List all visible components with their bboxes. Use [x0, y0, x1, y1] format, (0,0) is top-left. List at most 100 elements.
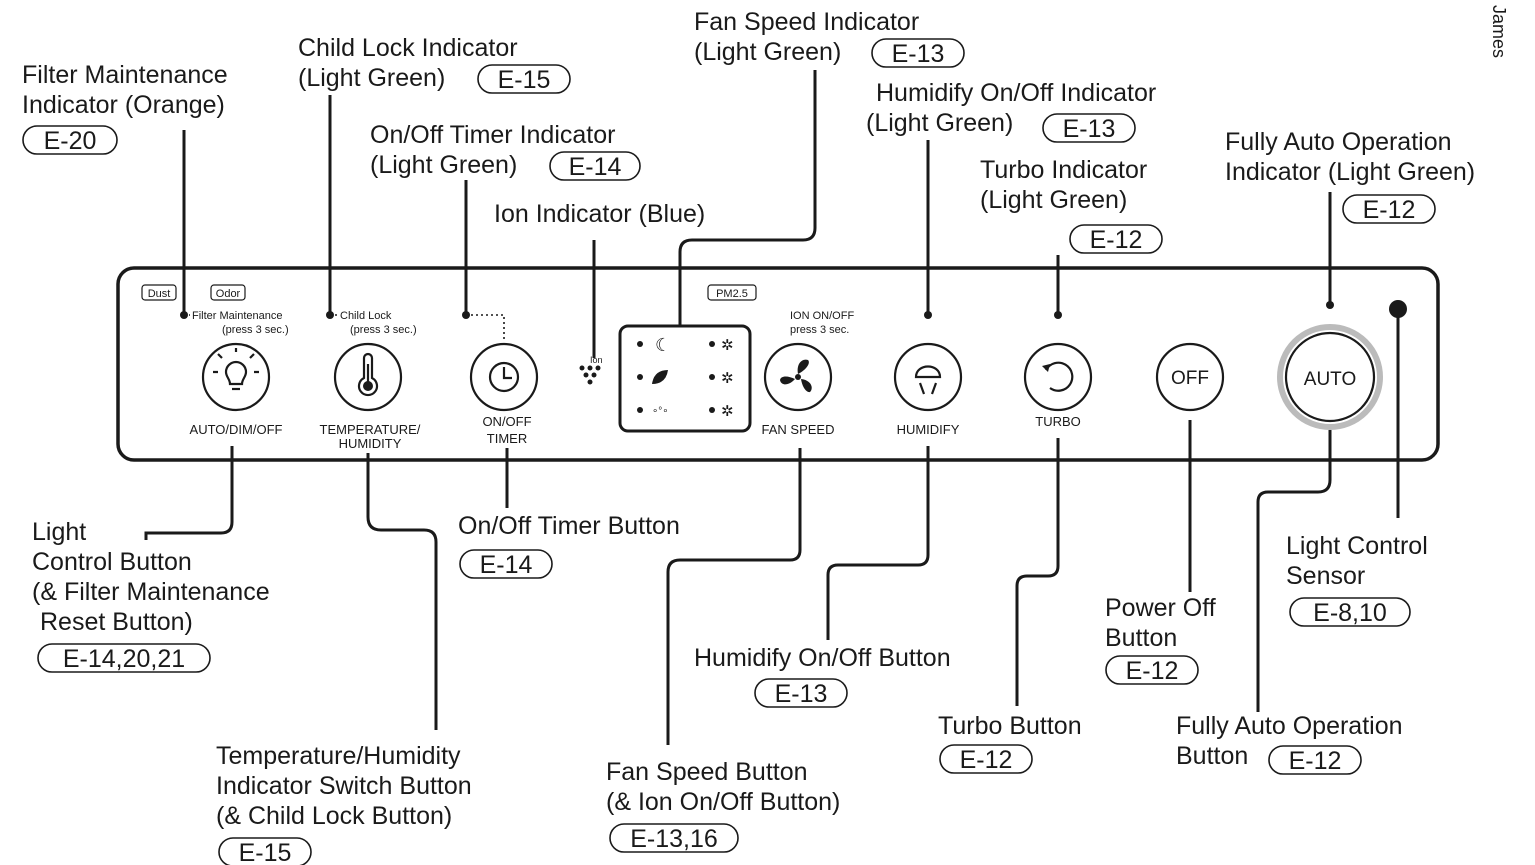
child-lock-indicator-ref-pill	[477, 64, 571, 94]
ion-small-label: Ion	[590, 355, 603, 365]
power-off-button-label: OFF	[1171, 368, 1209, 389]
dust-tag-box	[141, 284, 177, 301]
fan-button-label-2: (& Ion On/Off Button)	[606, 788, 840, 816]
temperature-caption-2: HUMIDITY	[339, 436, 402, 451]
humidify-indicator-label-1: Humidify On/Off Indicator	[876, 79, 1156, 107]
auto-button-ref: E-12	[1289, 747, 1342, 775]
humidify-caption: HUMIDIFY	[897, 422, 960, 437]
temperature-button-label-2: Indicator Switch Button	[216, 772, 472, 800]
turbo-button-ref-pill	[939, 744, 1033, 774]
light-sensor-ref-pill	[1289, 597, 1411, 627]
fan-speed-indicator-box: ☾ ∘°∘ ✲ ✲ ✲	[618, 324, 752, 433]
timer-indicator-label-2: (Light Green)	[370, 151, 517, 179]
auto-button-label-1: Fully Auto Operation	[1176, 712, 1403, 740]
temperature-button-label-3: (& Child Lock Button)	[216, 802, 452, 830]
turbo-indicator-ref-pill	[1069, 224, 1163, 254]
timer-caption-1: ON/OFF	[482, 414, 531, 429]
ion-indicator-label: Ion Indicator (Blue)	[494, 200, 705, 228]
on-off-timer-button[interactable]	[469, 342, 539, 412]
leader-lines	[144, 70, 1400, 745]
fan-button-label-1: Fan Speed Button	[606, 758, 808, 786]
auto-indicator-label-1: Fully Auto Operation	[1225, 128, 1452, 156]
filter-indicator-label-2: Indicator (Orange)	[22, 91, 225, 119]
light-button-caption: AUTO/DIM/OFF	[190, 422, 283, 437]
pm25-tag: PM2.5	[716, 288, 748, 300]
light-control-button[interactable]	[201, 342, 271, 412]
humidify-button[interactable]	[893, 342, 963, 412]
fan-medium-icon: ✲	[721, 370, 734, 387]
ion-indicator-icon	[579, 365, 601, 385]
child-lock-indicator-ref: E-15	[498, 66, 551, 94]
light-sensor-label-1: Light Control	[1286, 532, 1428, 560]
filter-indicator-ref: E-20	[44, 127, 97, 155]
light-button-ref-pill	[37, 643, 211, 673]
timer-button-label: On/Off Timer Button	[458, 512, 680, 540]
ion-on-off-hint-sub: press 3 sec.	[790, 324, 849, 336]
power-button-label-1: Power Off	[1105, 594, 1216, 622]
fan-speed-button[interactable]	[763, 342, 833, 412]
fan-speed-indicator-label-1: Fan Speed Indicator	[694, 8, 919, 36]
timer-indicator-ref: E-14	[569, 153, 622, 181]
power-off-button[interactable]	[1155, 342, 1225, 412]
timer-indicator-ref-pill	[549, 151, 641, 181]
fully-auto-button-label: AUTO	[1304, 369, 1356, 390]
fan-speed-caption: FAN SPEED	[762, 422, 835, 437]
odor-tag: Odor	[216, 288, 241, 300]
auto-indicator-ref-pill	[1342, 194, 1436, 224]
light-button-label-2: Control Button	[32, 548, 192, 576]
timer-button-ref: E-14	[480, 551, 533, 579]
fan-high-icon: ✲	[721, 337, 734, 354]
fan-low-icon: ✲	[721, 403, 734, 420]
turbo-icon	[1042, 361, 1074, 392]
turbo-indicator-ref: E-12	[1090, 226, 1143, 254]
power-button-ref: E-12	[1126, 657, 1179, 685]
temperature-button-label-1: Temperature/Humidity	[216, 742, 461, 770]
turbo-button-ref: E-12	[960, 746, 1013, 774]
humidify-icon	[914, 365, 942, 395]
temperature-humidity-button[interactable]	[333, 342, 403, 412]
light-button-label-3: (& Filter Maintenance	[32, 578, 270, 606]
light-button-label-4: Reset Button)	[40, 608, 193, 636]
auto-indicator-ref: E-12	[1363, 196, 1416, 224]
humidify-button-label: Humidify On/Off Button	[694, 644, 951, 672]
light-button-label-1: Light	[32, 518, 86, 546]
moon-icon: ☾	[655, 335, 671, 355]
turbo-caption: TURBO	[1035, 414, 1081, 429]
filter-maintenance-hint-sub: (press 3 sec.)	[222, 324, 289, 336]
pm25-tag-box	[707, 284, 757, 301]
filter-indicator-label-1: Filter Maintenance	[22, 61, 228, 89]
light-sensor-label-2: Sensor	[1286, 562, 1365, 590]
breeze-icon: ∘°∘	[652, 406, 669, 417]
odor-tag-box	[210, 284, 246, 301]
power-button-ref-pill	[1105, 655, 1199, 685]
filter-indicator-ref-pill	[22, 125, 118, 155]
fan-button-ref-pill	[609, 823, 739, 853]
light-bulb-icon	[213, 348, 259, 391]
timer-button-ref-pill	[459, 549, 553, 579]
humidify-indicator-label-2: (Light Green)	[866, 109, 1013, 137]
child-lock-hint: Child Lock	[340, 310, 392, 322]
fully-auto-button[interactable]	[1284, 331, 1376, 423]
turbo-indicator-label-2: (Light Green)	[980, 186, 1127, 214]
fan-speed-indicator-ref: E-13	[892, 40, 945, 68]
temperature-button-ref: E-15	[239, 839, 292, 865]
turbo-button[interactable]	[1023, 342, 1093, 412]
light-sensor-ref: E-8,10	[1313, 599, 1387, 627]
timer-indicator-label-1: On/Off Timer Indicator	[370, 121, 615, 149]
temperature-caption-1: TEMPERATURE/	[320, 422, 421, 437]
fan-speed-indicator-label-2: (Light Green)	[694, 38, 841, 66]
turbo-indicator-label-1: Turbo Indicator	[980, 156, 1147, 184]
light-button-ref: E-14,20,21	[63, 645, 185, 673]
clock-icon	[488, 361, 520, 393]
turbo-button-label: Turbo Button	[938, 712, 1082, 740]
ion-on-off-hint: ION ON/OFF	[790, 310, 854, 322]
auto-button-ref-pill	[1268, 745, 1362, 775]
child-lock-indicator-label-2: (Light Green)	[298, 64, 445, 92]
humidify-indicator-ref-pill	[1042, 113, 1136, 143]
power-button-label-2: Button	[1105, 624, 1177, 652]
edge-text: James	[1489, 5, 1509, 58]
fan-icon	[780, 359, 812, 393]
temperature-button-ref-pill	[218, 837, 312, 865]
filter-maintenance-hint: Filter Maintenance	[192, 310, 283, 322]
leaf-icon	[652, 370, 668, 384]
